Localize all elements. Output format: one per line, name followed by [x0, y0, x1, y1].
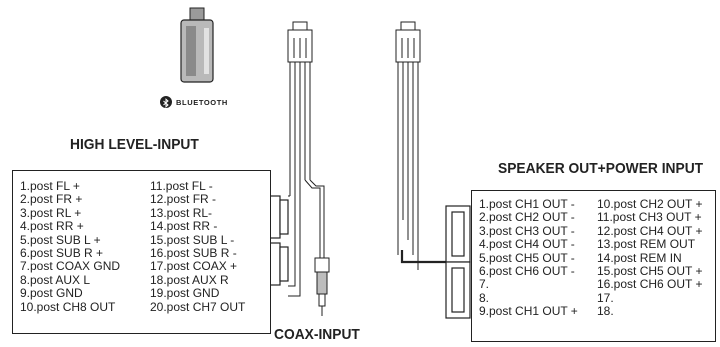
high-level-input-col2: 11.post FL - 12.post FR - 13.post RL- 14… [150, 179, 246, 314]
coax-input-title: COAX-INPUT [274, 326, 360, 343]
pin-row: 6.post SUB R + [20, 246, 104, 261]
pin-row: 13.post RL- [150, 205, 213, 220]
pin-row: 1.post CH1 OUT - [479, 197, 575, 211]
pin-row: 7.post COAX GND [20, 259, 121, 274]
pin-row: 7. [479, 277, 490, 292]
pin-row: 18. [597, 304, 614, 319]
pin-row: 8. [479, 290, 490, 305]
pin-row: 9.post CH1 OUT + [479, 304, 578, 319]
speaker-out-col2: 10.post CH2 OUT + 11.post CH3 OUT + 12.p… [597, 197, 703, 319]
pin-row: 4.post CH4 OUT - [479, 237, 575, 252]
pin-row: 1.post FL + [20, 179, 80, 193]
pin-row: 9.post GND [20, 286, 83, 301]
pin-row: 17.post COAX + [150, 259, 238, 274]
pin-row: 14.post RR - [150, 219, 218, 234]
pin-row: 4.post RR + [20, 219, 84, 234]
pin-row: 16.post SUB R - [150, 246, 237, 261]
pin-row: 2.post CH2 OUT - [479, 210, 575, 225]
high-level-input-col1: 1.post FL + 2.post FR + 3.post RL + 4.po… [20, 179, 121, 314]
pin-row: 19.post GND [150, 286, 220, 301]
pin-row: 15.post CH5 OUT + [597, 264, 703, 279]
speaker-out-connector [445, 205, 471, 319]
pin-row: 5.post CH5 OUT - [479, 250, 575, 265]
pin-row: 6.post CH6 OUT - [479, 264, 575, 279]
speaker-out-harness [395, 21, 446, 270]
pin-row: 15.post SUB L - [150, 232, 235, 247]
pin-row: 10.post CH2 OUT + [597, 197, 703, 211]
bluetooth-dongle [180, 7, 214, 83]
pin-row: 20.post CH7 OUT [150, 299, 246, 314]
pin-row: 12.post FR - [150, 192, 217, 207]
bluetooth-icon [160, 96, 172, 108]
pin-row: 14.post REM IN [597, 250, 682, 265]
pin-row: 5.post SUB L + [20, 232, 101, 247]
pin-row: 11.post CH3 OUT + [597, 210, 702, 225]
bluetooth-label: BLUETOOTH [176, 98, 228, 107]
pin-row: 3.post RL + [20, 205, 82, 220]
speaker-out-title: SPEAKER OUT+POWER INPUT [498, 160, 704, 177]
coax-harness [287, 21, 330, 316]
pin-row: 3.post CH3 OUT - [479, 223, 575, 238]
pin-row: 12.post CH4 OUT + [597, 223, 703, 238]
pin-row: 11.post FL - [150, 179, 213, 193]
high-level-input-pin-table: 1.post FL + 2.post FR + 3.post RL + 4.po… [12, 170, 271, 334]
pin-row: 10.post CH8 OUT [20, 299, 116, 314]
pin-row: 8.post AUX L [20, 272, 91, 287]
speaker-out-col1: 1.post CH1 OUT - 2.post CH2 OUT - 3.post… [479, 197, 578, 319]
high-level-input-title: HIGH LEVEL-INPUT [70, 136, 199, 153]
pin-row: 13.post REM OUT [597, 237, 696, 252]
pin-row: 17. [597, 290, 614, 305]
speaker-out-pin-table: 1.post CH1 OUT - 2.post CH2 OUT - 3.post… [471, 190, 716, 342]
pin-row: 16.post CH6 OUT + [597, 277, 703, 292]
pin-row: 18.post AUX R [150, 272, 229, 287]
high-level-input-connector [269, 195, 289, 286]
pin-row: 2.post FR + [20, 192, 83, 207]
